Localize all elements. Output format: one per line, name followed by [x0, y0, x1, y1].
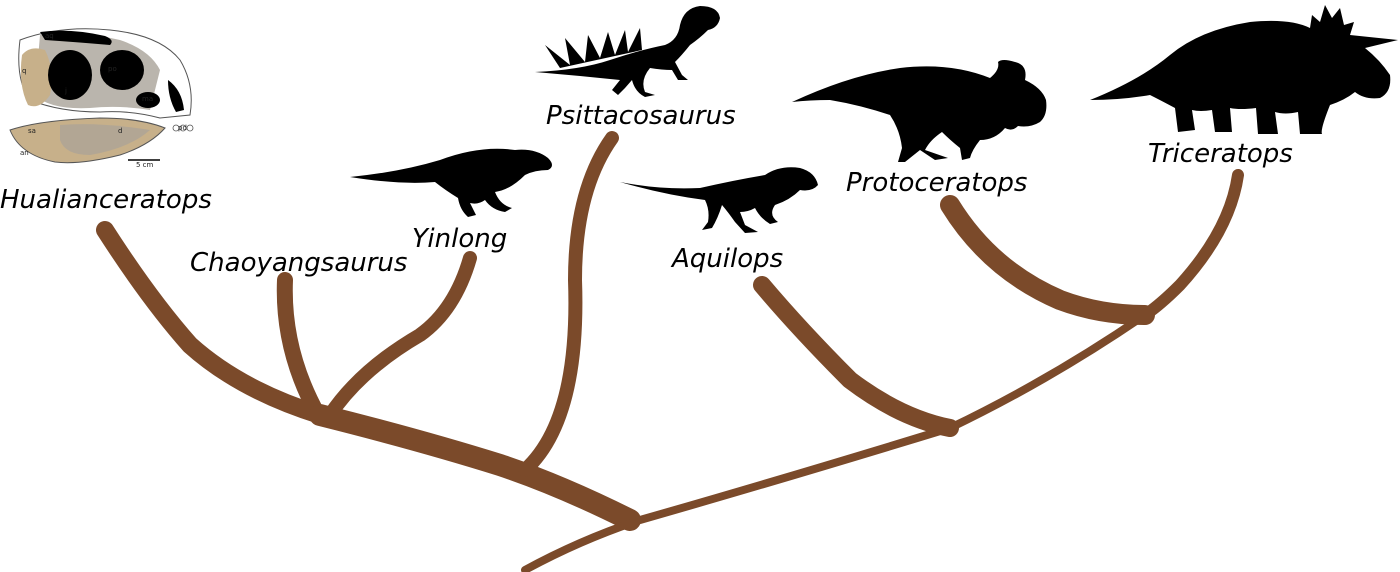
taxon-label-hualianceratops: Hualianceratops	[0, 185, 212, 215]
taxon-label-triceratops: Triceratops	[1148, 139, 1293, 169]
branch-protoceratops	[940, 195, 1155, 325]
aquilops-silhouette	[620, 167, 818, 233]
taxon-label-aquilops: Aquilops	[672, 244, 784, 274]
skull-label-j: j	[65, 87, 67, 95]
skull-label-sa: sa	[28, 127, 36, 135]
taxon-label-protoceratops: Protoceratops	[846, 168, 1028, 198]
skull-label-d: d	[118, 127, 123, 135]
taxon-label-chaoyangsaurus: Chaoyangsaurus	[190, 248, 408, 278]
psittacosaurus-silhouette	[535, 6, 720, 97]
skull-label-an: an	[20, 149, 29, 157]
branch-triceratops	[1139, 169, 1244, 321]
skull-label-po: po	[108, 65, 117, 73]
skull-label-aq: aq	[45, 32, 54, 40]
taxon-label-yinlong: Yinlong	[412, 224, 508, 254]
taxon-label-psittacosaurus: Psittacosaurus	[546, 101, 736, 131]
skull-label-pd: pd	[178, 124, 187, 132]
branch-chaoyangsaurus	[276, 272, 326, 423]
branch-psittacosaurus	[518, 131, 619, 477]
skull-label-q: q	[22, 67, 27, 75]
branch-aquilops	[753, 276, 959, 437]
triceratops-silhouette	[1090, 5, 1398, 134]
protoceratops-silhouette	[792, 60, 1047, 162]
yinlong-silhouette	[350, 148, 552, 217]
skull-label-ma: ma	[142, 95, 154, 103]
branch-hualianceratops	[96, 221, 329, 424]
branch-root	[521, 311, 1149, 572]
branch-yinlong	[323, 251, 477, 422]
skull-scale-bar-label: 5 cm	[136, 161, 154, 169]
branch-main-lower	[309, 404, 641, 531]
